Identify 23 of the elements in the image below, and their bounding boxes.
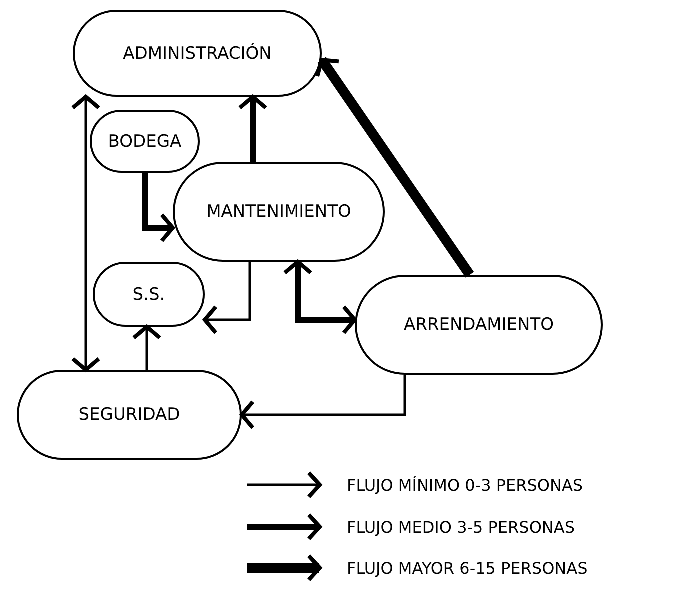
legend-text: FLUJO MAYOR 6-15 PERSONAS [347,558,588,578]
legend-text: FLUJO MEDIO 3-5 PERSONAS [347,518,575,536]
process-pill [73,10,322,97]
node-label: S.S. [132,284,166,304]
node-label: BODEGA [108,132,182,152]
process-pill [93,262,205,327]
node-label: MANTENIMIENTO [206,202,352,222]
flow-arrow [240,375,406,430]
node-label: SEGURIDAD [78,405,180,425]
process-pill [355,275,603,375]
node-label: ARRENDAMIENTO [404,315,554,335]
flow-arrow [132,325,162,370]
flow-arrow [71,95,101,372]
legend-text: FLUJO MÍNIMO 0-3 PERSONAS [347,476,584,494]
flow-arrow [283,260,357,335]
flow-arrow [238,95,268,162]
process-pill [17,370,242,460]
node-label: ADMINISTRACIÓN [123,44,272,64]
process-pill [90,110,200,173]
flow-arrow [316,57,474,278]
flow-arrow [203,262,252,335]
flow-arrow [142,173,175,243]
process-pill [173,162,385,262]
